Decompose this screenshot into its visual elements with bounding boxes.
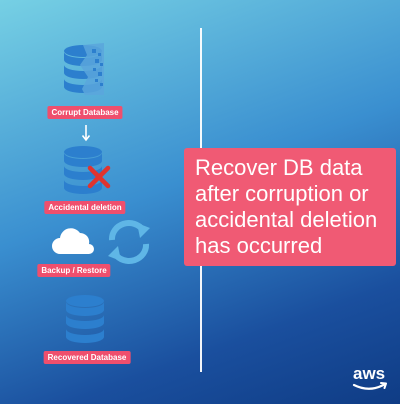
down-arrow-icon [81, 125, 91, 142]
backup-restore-label: Backup / Restore [37, 264, 111, 277]
cloud-icon [52, 228, 94, 254]
corrupt-database-icon [64, 43, 104, 95]
headline-box: Recover DB data after corruption or acci… [184, 148, 396, 266]
aws-logo: aws [352, 364, 387, 390]
recovered-database-icon [66, 295, 104, 343]
corrupt-database-label: Corrupt Database [47, 106, 123, 119]
red-x-icon [87, 165, 111, 189]
cycle-arrows-icon [108, 220, 150, 264]
accidental-deletion-label: Accidental deletion [44, 201, 126, 214]
aws-logo-text: aws [353, 364, 385, 383]
recovered-database-label: Recovered Database [43, 351, 131, 364]
database-icon [64, 146, 102, 194]
